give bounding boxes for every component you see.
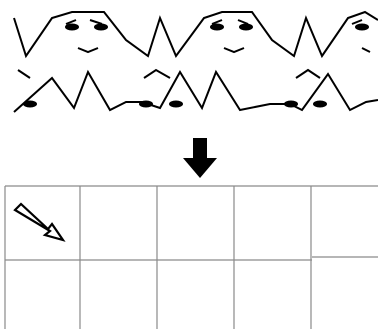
answer-grid [4, 185, 378, 329]
eye-icon [139, 100, 153, 108]
face-mouth-r1 [77, 47, 99, 54]
eye-icon [210, 23, 224, 31]
zigzag-line-row-1 [13, 10, 378, 59]
face-brow-r1b [89, 19, 103, 25]
eye-icon [23, 100, 37, 108]
face-eyes [23, 23, 369, 108]
zigzag-line-row-2 [13, 69, 378, 113]
face-mouth-r1c [361, 47, 371, 53]
eye-icon [355, 23, 369, 31]
eye-icon [313, 100, 327, 108]
face-brow-r2b [143, 68, 171, 79]
face-brow-r1e [351, 19, 363, 25]
diagonal-arrow-icon [13, 202, 66, 242]
face-mouth-r1b [223, 47, 245, 54]
zigzag-faces-pattern [13, 10, 378, 113]
face-brow-r1a [65, 19, 77, 25]
face-brow-r2c [295, 68, 321, 79]
face-brow-r2a [17, 69, 31, 79]
eye-icon [239, 23, 253, 31]
face-brow-r1c [211, 19, 223, 25]
face-brow-r1d [237, 19, 249, 25]
down-arrow-icon [183, 138, 217, 178]
eye-icon [94, 23, 108, 31]
eye-icon [284, 100, 298, 108]
eye-icon [65, 23, 79, 31]
eye-icon [169, 100, 183, 108]
